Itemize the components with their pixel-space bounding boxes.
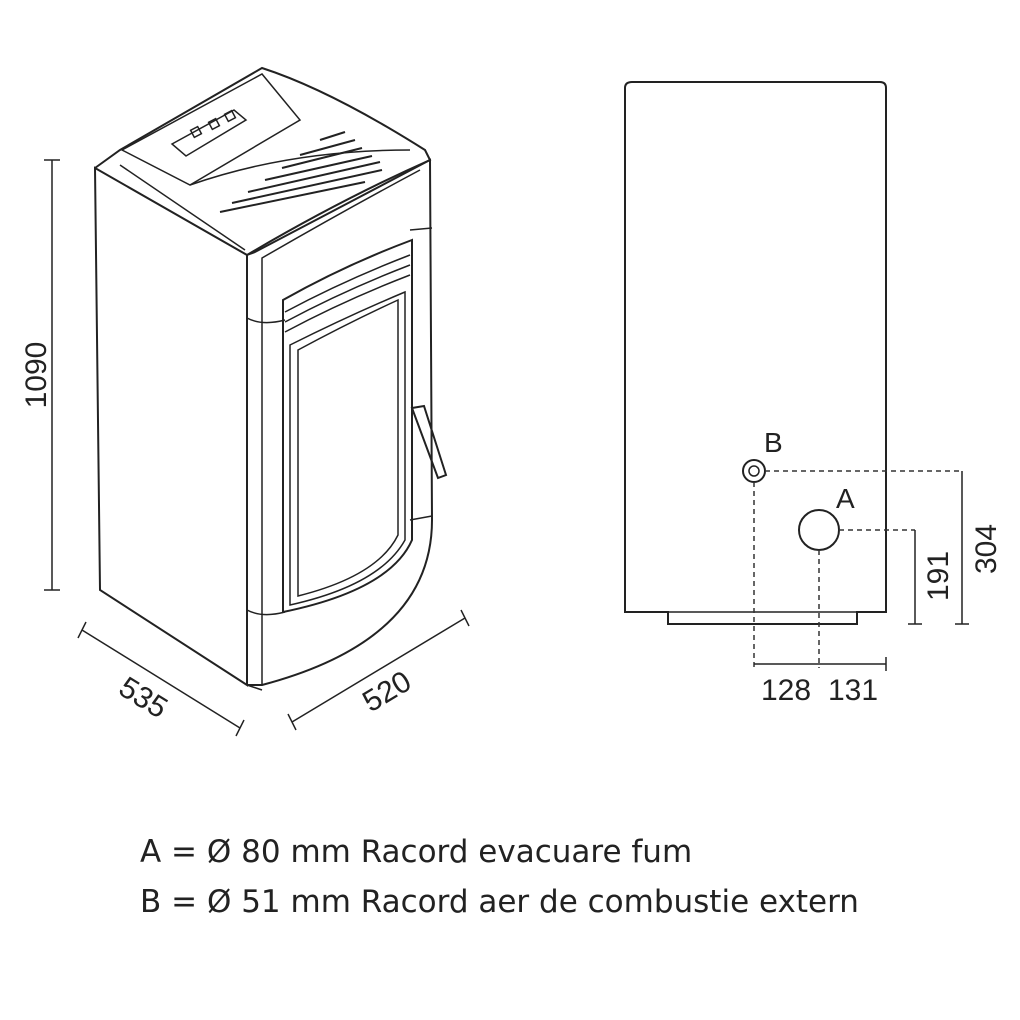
back-view bbox=[624, 81, 887, 625]
outlet-a: A bbox=[798, 483, 855, 551]
dim-a-offset-label: 131 bbox=[828, 674, 878, 707]
dim-a-height-label: 191 bbox=[922, 551, 955, 601]
width-dimension: 520 bbox=[287, 609, 470, 731]
guide-lines bbox=[753, 470, 962, 668]
height-label: 1090 bbox=[20, 342, 53, 409]
legend-line-b: B = Ø 51 mm Racord aer de combustie exte… bbox=[140, 884, 859, 920]
height-dimension: 1090 bbox=[20, 159, 60, 591]
dim-horizontal: 128 131 bbox=[754, 657, 887, 707]
dim-304: 304 bbox=[955, 471, 1003, 625]
outlet-b: B bbox=[742, 427, 783, 483]
dim-b-height-label: 304 bbox=[970, 524, 1003, 574]
dim-191: 191 bbox=[908, 530, 955, 625]
dim-b-offset-label: 128 bbox=[761, 674, 811, 707]
stove-illustration bbox=[93, 66, 448, 691]
depth-dimension: 535 bbox=[77, 621, 245, 737]
marker-b-label: B bbox=[764, 427, 783, 458]
width-label: 520 bbox=[357, 665, 417, 719]
depth-label: 535 bbox=[113, 671, 173, 726]
marker-a-label: A bbox=[836, 483, 855, 514]
legend-line-a: A = Ø 80 mm Racord evacuare fum bbox=[140, 834, 693, 870]
